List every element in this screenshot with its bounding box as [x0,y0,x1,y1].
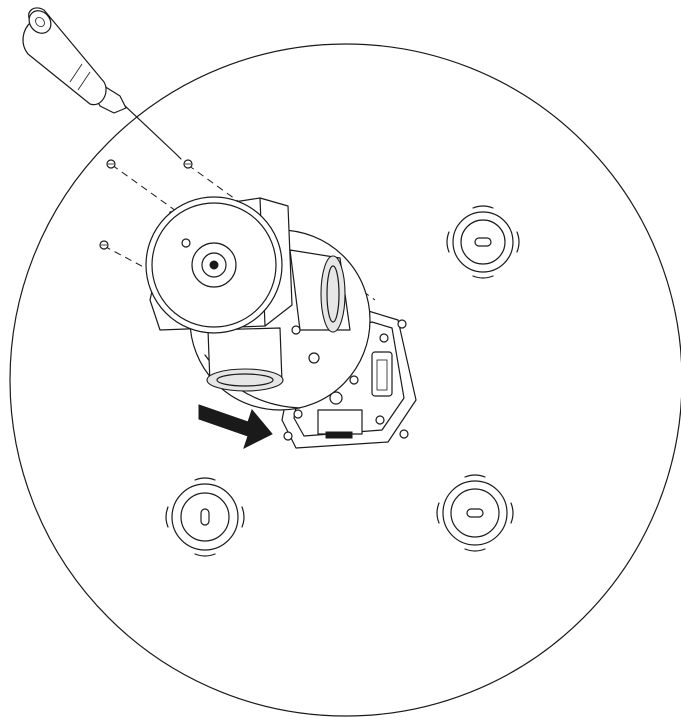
screw-icon [99,159,193,250]
screwdriver-icon [22,7,182,160]
wall-plug-icon [165,205,520,557]
mounting-surface [9,43,681,717]
camera-head-icon [145,196,371,411]
direction-arrow-icon [198,404,273,449]
